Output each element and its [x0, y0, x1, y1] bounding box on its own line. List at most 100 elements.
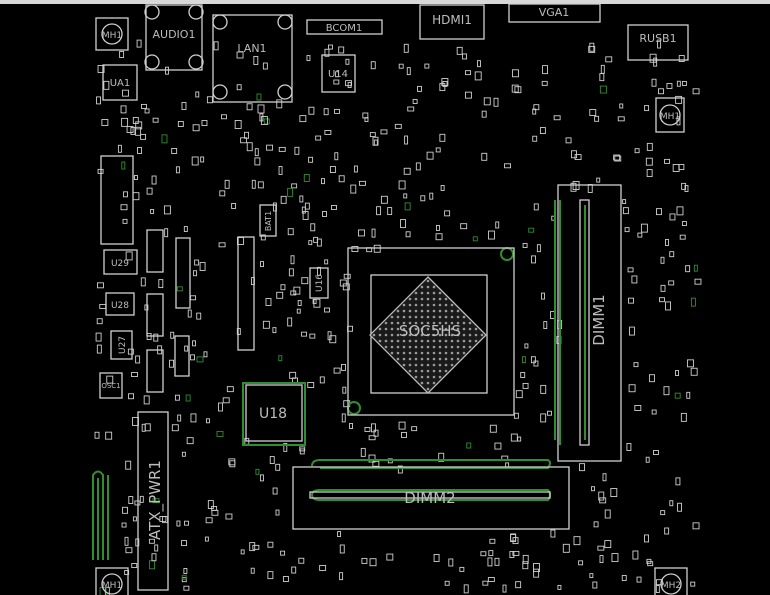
smd-pad: [692, 522, 700, 530]
smd-pad: [181, 574, 187, 580]
smd-pad: [254, 148, 259, 157]
smd-pad: [121, 522, 127, 528]
bga-ball: [420, 339, 424, 343]
ic-u27[interactable]: U27: [110, 330, 133, 360]
smd-pad: [557, 584, 562, 590]
bga-ball: [390, 339, 394, 343]
dimm1-slot[interactable]: DIMM1: [557, 184, 622, 462]
smd-pad: [328, 44, 333, 50]
bga-ball: [396, 315, 400, 319]
bga-ball: [450, 339, 454, 343]
bga-ball: [402, 345, 406, 349]
smd-pad: [146, 187, 153, 195]
smd-pad: [315, 135, 322, 141]
smd-pad: [194, 259, 200, 266]
smd-pad: [398, 421, 406, 430]
smd-pad: [317, 266, 321, 276]
smd-pad: [371, 423, 376, 433]
smd-pad: [135, 538, 140, 547]
smd-pad: [653, 450, 659, 455]
audio-connector[interactable]: AUDIO1: [144, 4, 204, 71]
mounting-hole-top-left[interactable]: MH1: [95, 17, 129, 51]
smd-pad: [646, 169, 653, 178]
bga-ball: [426, 333, 430, 337]
smd-pad: [259, 474, 264, 482]
smd-pad: [287, 228, 294, 236]
smd-pad: [617, 116, 625, 122]
ic-u14[interactable]: U14: [321, 54, 356, 93]
vga-connector[interactable]: VGA1: [508, 3, 601, 23]
smd-pad: [364, 117, 369, 123]
smd-pad: [637, 232, 643, 238]
bga-ball: [402, 303, 406, 307]
smd-pad: [190, 354, 195, 361]
smd-pad: [159, 515, 167, 522]
smd-pad: [512, 550, 520, 556]
smd-pad: [154, 544, 159, 552]
atx-power-connector[interactable]: ATX_PWR1: [137, 411, 169, 591]
smd-pad: [403, 193, 408, 199]
ic-u16[interactable]: U16: [309, 267, 329, 299]
smd-pad: [358, 229, 365, 237]
smd-pad: [542, 65, 549, 75]
bga-ball: [408, 297, 412, 301]
bga-ball: [390, 333, 394, 337]
smd-pad: [627, 267, 634, 273]
smd-pad: [645, 456, 650, 463]
battery-bat1[interactable]: BAT1: [259, 204, 277, 237]
lan-label: LAN1: [237, 42, 266, 55]
dimm2-slot[interactable]: DIMM2: [292, 466, 570, 530]
mounting-hole-bottom-left[interactable]: MH1: [95, 567, 129, 595]
mounting-hole-top-right[interactable]: MH1: [655, 97, 685, 133]
smd-pad: [267, 571, 274, 580]
bga-ball: [426, 387, 430, 391]
bga-ball: [432, 297, 436, 301]
mounting-hole-bottom-right[interactable]: MH2: [654, 567, 688, 595]
bga-ball: [420, 315, 424, 319]
lan-connector[interactable]: LAN1: [212, 14, 293, 103]
smd-pad: [373, 429, 379, 437]
smd-pad: [466, 442, 472, 449]
smd-pad: [684, 185, 689, 192]
smd-pad: [246, 142, 253, 152]
smd-pad: [196, 356, 204, 363]
viewer-top-edge: [0, 0, 770, 4]
ic-ua1[interactable]: UA1: [102, 64, 138, 101]
hdmi-connector[interactable]: HDMI1: [419, 4, 485, 40]
smd-pad: [291, 566, 297, 574]
smd-pad: [438, 452, 445, 462]
bga-ball: [426, 303, 430, 307]
smd-pad: [152, 498, 160, 504]
bga-ball: [402, 357, 406, 361]
ic-u18[interactable]: U18: [245, 384, 303, 442]
smd-pad: [187, 309, 192, 318]
bga-ball: [414, 297, 418, 301]
bga-ball: [456, 345, 460, 349]
soc-package[interactable]: SOC5HS: [347, 247, 515, 416]
smd-pad: [532, 108, 537, 115]
smd-pad: [504, 163, 512, 169]
bga-ball: [444, 315, 448, 319]
bcom-connector[interactable]: BCOM1: [306, 19, 383, 35]
smd-pad: [404, 135, 409, 145]
smd-pad: [522, 382, 529, 389]
smd-pad: [128, 496, 134, 505]
bga-ball: [414, 357, 418, 361]
bga-ball: [390, 345, 394, 349]
ic-u28[interactable]: U28: [105, 292, 135, 316]
ic-u29[interactable]: U29: [103, 249, 138, 275]
smd-pad: [681, 80, 687, 86]
oscillator-osc1[interactable]: OSC1: [99, 372, 123, 399]
smd-pad: [324, 48, 330, 57]
smd-pad: [299, 446, 306, 452]
smd-pad: [403, 167, 411, 175]
smd-pad: [533, 568, 540, 578]
smd-pad: [324, 307, 330, 313]
rusb-connector[interactable]: RUSB1: [627, 24, 689, 61]
smd-pad: [404, 202, 411, 211]
bga-ball: [450, 309, 454, 313]
smd-pad: [124, 536, 129, 546]
header-left[interactable]: [100, 155, 134, 245]
bga-ball: [372, 333, 376, 337]
